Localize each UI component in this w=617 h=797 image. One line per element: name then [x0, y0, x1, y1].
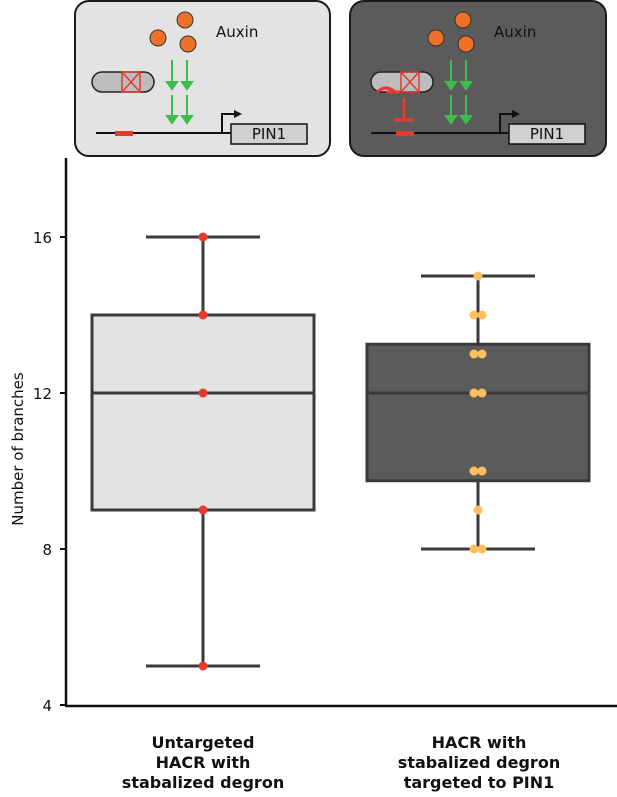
dcas9-repression-icon — [376, 86, 414, 122]
box-series-1 — [365, 271, 591, 554]
auxin-label: Auxin — [216, 23, 258, 41]
degron-box-icon — [121, 71, 141, 93]
data-point — [477, 466, 487, 476]
data-point — [198, 661, 208, 671]
green-arrows-icon — [165, 60, 194, 125]
green-arrows-icon — [444, 60, 473, 125]
degron-cross-icon — [400, 71, 420, 93]
degron-box-icon — [400, 71, 420, 93]
degron-cross-icon — [121, 71, 141, 93]
promoter-arrow-icon — [499, 113, 512, 133]
auxin-molecule-icon — [149, 29, 167, 47]
auxin-molecule-icon — [454, 11, 472, 29]
iqr-box — [365, 342, 591, 483]
binding-site-icon — [396, 131, 414, 136]
data-point — [198, 310, 208, 320]
gene-box — [230, 123, 308, 145]
auxin-label: Auxin — [494, 23, 536, 41]
hacr-protein-icon — [91, 71, 155, 93]
promoter-arrowhead-icon — [234, 110, 242, 118]
y-tick-label: 4 — [42, 697, 52, 715]
y-tick-label: 8 — [42, 541, 52, 559]
auxin-molecule-icon — [179, 35, 197, 53]
data-point — [473, 505, 483, 515]
data-point — [198, 505, 208, 515]
x-category-label-untargeted: Untargeted HACR with stabalized degron — [121, 733, 285, 792]
promoter-arrowhead-icon — [512, 110, 520, 118]
schematic-panel-targeted — [349, 0, 607, 157]
data-point — [477, 544, 487, 554]
y-ticks: 4 8 12 16 — [33, 229, 66, 715]
schematic-untargeted: Auxin PIN1 — [74, 0, 331, 157]
data-point — [477, 388, 487, 398]
y-tick-label: 16 — [33, 229, 52, 247]
gene-label: PIN1 — [530, 125, 564, 143]
data-point — [469, 349, 479, 359]
data-point — [469, 310, 479, 320]
boxes-group — [90, 232, 591, 671]
auxin-molecule-icon — [457, 35, 475, 53]
data-point — [473, 271, 483, 281]
gene-label: PIN1 — [252, 125, 286, 143]
binding-site-icon — [115, 131, 133, 136]
auxin-molecule-icon — [176, 11, 194, 29]
gene-box — [508, 123, 586, 145]
data-point — [477, 310, 487, 320]
schematic-panel-untargeted — [74, 0, 331, 157]
y-tick-label: 12 — [33, 385, 52, 403]
x-category-label-targeted: HACR with stabalized degron targeted to … — [397, 733, 561, 792]
data-point — [477, 349, 487, 359]
box-series-0 — [90, 232, 316, 671]
data-point — [469, 466, 479, 476]
data-point — [198, 232, 208, 242]
y-axis-label: Number of branches — [9, 372, 27, 526]
data-point — [469, 544, 479, 554]
schematic-targeted: Auxin PIN1 — [349, 0, 607, 157]
auxin-molecule-icon — [427, 29, 445, 47]
iqr-box — [90, 313, 316, 512]
data-point — [198, 388, 208, 398]
promoter-arrow-icon — [221, 113, 234, 133]
data-point — [469, 388, 479, 398]
